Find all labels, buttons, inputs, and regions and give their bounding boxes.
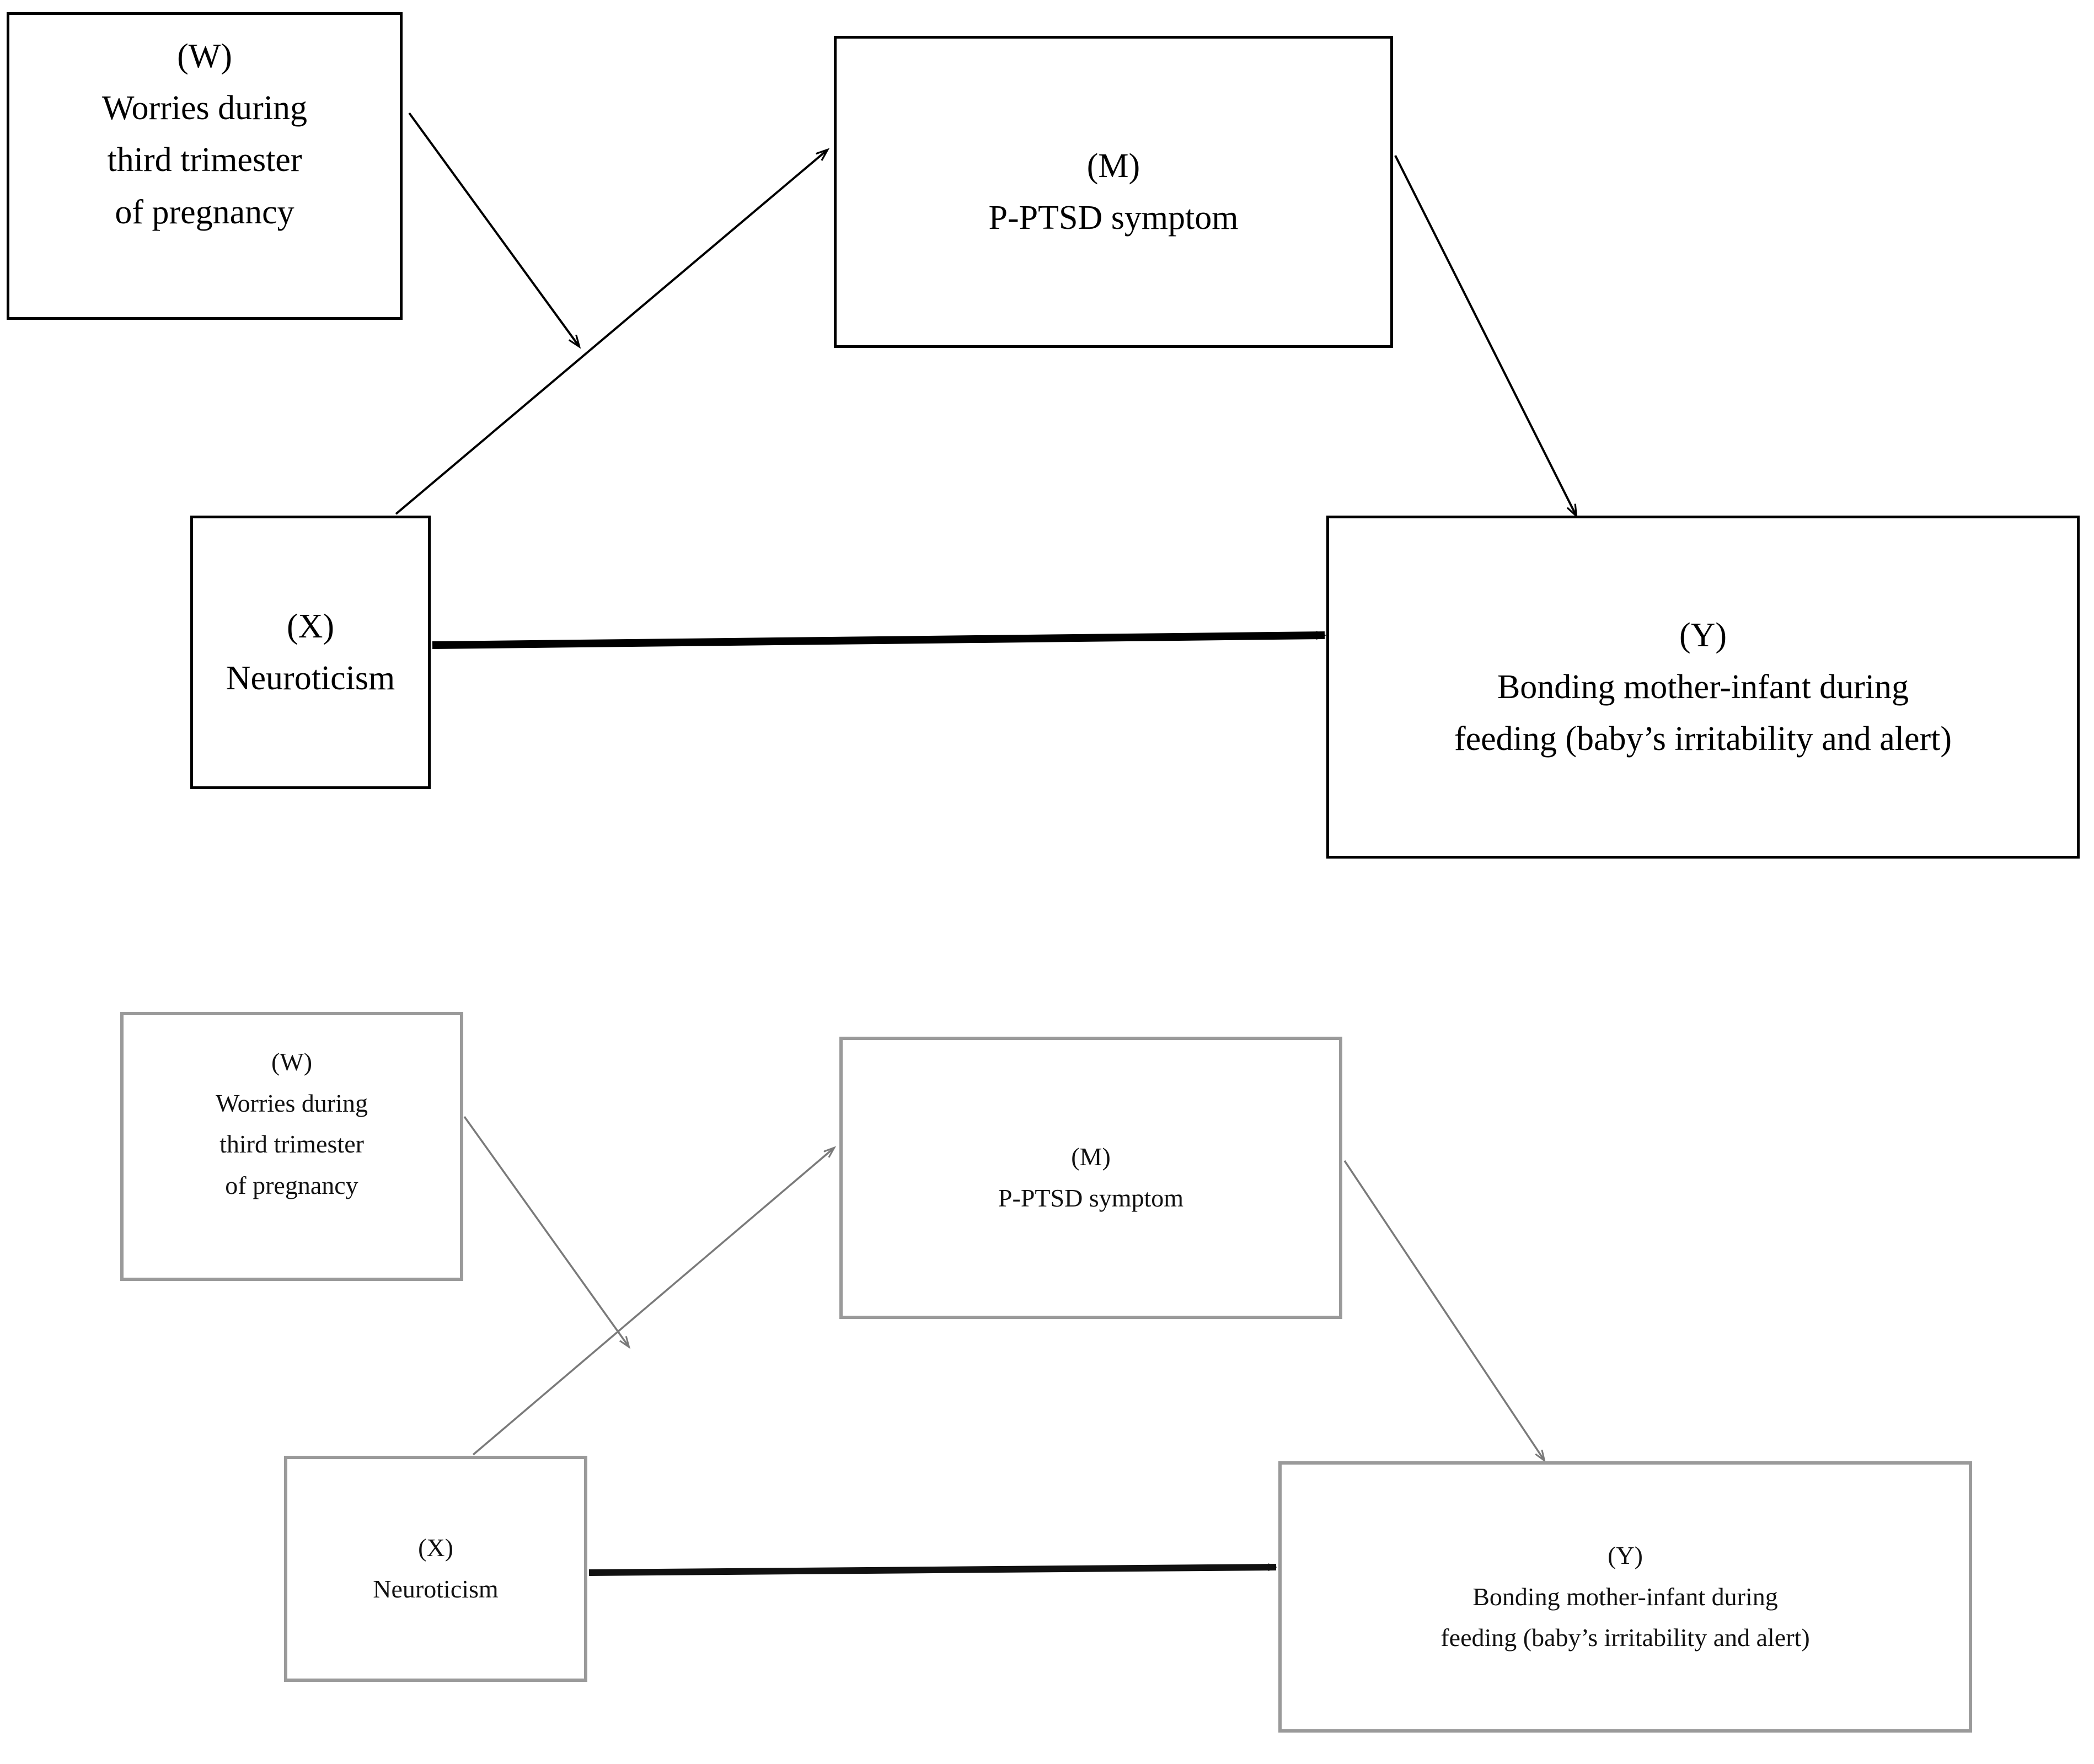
node-label-line: of pregnancy xyxy=(115,193,294,231)
node-label-line: feeding (baby’s irritability and alert) xyxy=(1454,720,1952,758)
node-y-top[interactable]: (Y) Bonding mother-infant during feeding… xyxy=(1326,516,2080,859)
node-code: (X) xyxy=(286,607,335,645)
node-code: (W) xyxy=(271,1048,313,1076)
node-label-line: of pregnancy xyxy=(225,1171,358,1199)
arrow-w-to-path-bottom xyxy=(463,1116,629,1347)
node-y-bottom[interactable]: (Y) Bonding mother-infant during feeding… xyxy=(1278,1461,1972,1733)
node-x-bottom[interactable]: (X) Neuroticism xyxy=(284,1456,587,1682)
node-label-line: Worries during xyxy=(101,89,308,127)
node-code: (M) xyxy=(1086,147,1140,185)
node-code: (X) xyxy=(418,1534,453,1562)
node-label-line: Neuroticism xyxy=(373,1575,499,1603)
arrow-w-to-path-top xyxy=(408,112,579,346)
node-label-line: Neuroticism xyxy=(226,660,395,697)
diagram-panel-bottom: (W) Worries during third trimester of pr… xyxy=(0,937,2094,1764)
arrow-x-to-m-bottom xyxy=(472,1148,834,1456)
arrow-layer-top xyxy=(395,112,2094,649)
node-m-top[interactable]: (M) P-PTSD symptom xyxy=(834,36,1393,348)
node-label-line: Bonding mother-infant during xyxy=(1497,668,1909,706)
node-label-line: Bonding mother-infant during xyxy=(1472,1582,1778,1611)
node-label-line: third trimester xyxy=(219,1130,364,1159)
node-x-top[interactable]: (X) Neuroticism xyxy=(190,516,431,789)
arrow-m-to-y-top xyxy=(1394,155,1576,516)
arrow-layer-bottom xyxy=(463,1116,2094,1576)
arrow-x-to-y-top xyxy=(432,631,1326,649)
diagram-panel-top: (W) Worries during third trimester of pr… xyxy=(7,12,2094,859)
node-w-top[interactable]: (W) Worries during third trimester of pr… xyxy=(7,12,403,320)
node-label-line: P-PTSD symptom xyxy=(998,1184,1184,1212)
arrow-x-to-y-bottom xyxy=(588,1563,1277,1576)
node-label-line: Worries during xyxy=(215,1089,368,1117)
node-m-bottom[interactable]: (M) P-PTSD symptom xyxy=(839,1037,1342,1319)
node-code: (M) xyxy=(1071,1143,1111,1171)
node-code: (Y) xyxy=(1608,1541,1643,1570)
node-label-line: P-PTSD symptom xyxy=(988,199,1239,237)
arrow-x-to-m-top xyxy=(395,150,827,515)
node-w-bottom[interactable]: (W) Worries during third trimester of pr… xyxy=(120,1012,463,1281)
node-label-line: third trimester xyxy=(107,141,302,179)
node-code: (W) xyxy=(177,37,232,75)
node-label-line: feeding (baby’s irritability and alert) xyxy=(1440,1623,1810,1652)
node-code: (Y) xyxy=(1679,616,1727,654)
arrow-m-to-y-bottom xyxy=(1343,1160,1544,1460)
